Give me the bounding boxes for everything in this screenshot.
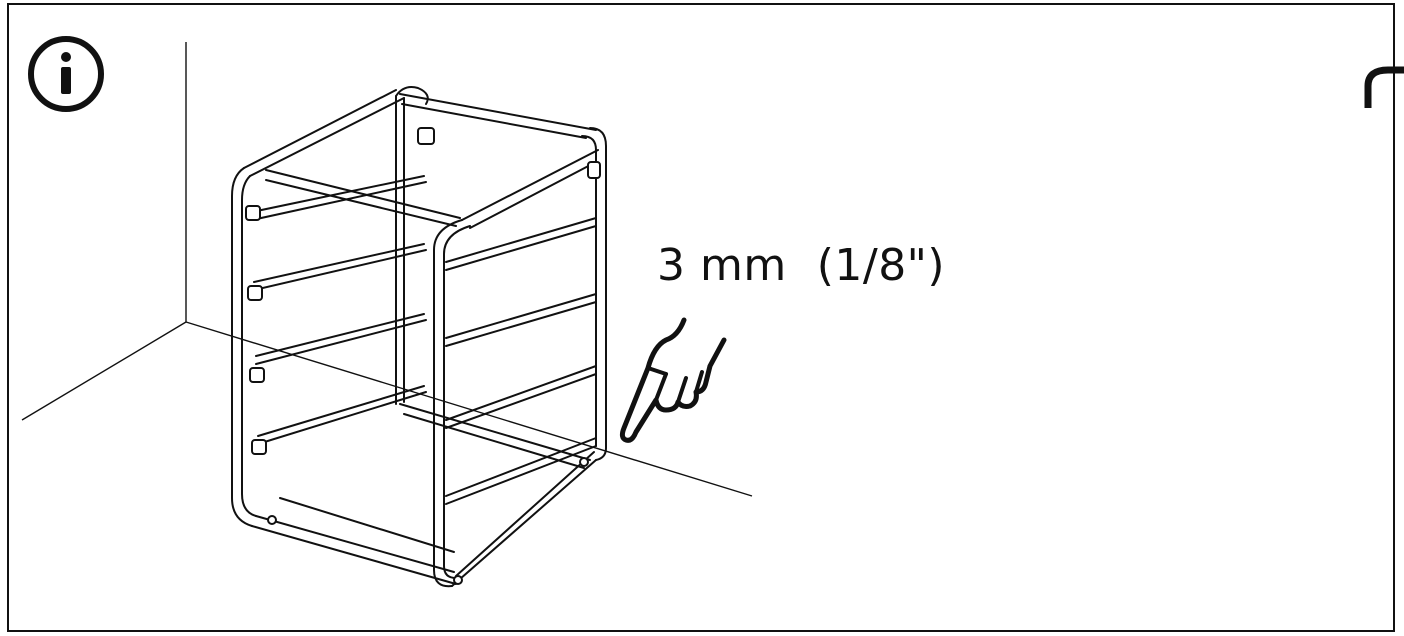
measurement-imperial: (1/8") xyxy=(816,240,946,291)
bracket-icon xyxy=(1364,66,1404,108)
measurement-metric: 3 mm xyxy=(657,240,787,291)
diagram-frame xyxy=(7,3,1395,632)
pointing-hand-icon xyxy=(619,317,727,443)
gap-measurement: 3 mm (1/8") xyxy=(657,240,945,291)
oven-rack-frame xyxy=(231,86,607,588)
info-circle-icon xyxy=(28,36,104,112)
wall-corner xyxy=(21,42,753,497)
